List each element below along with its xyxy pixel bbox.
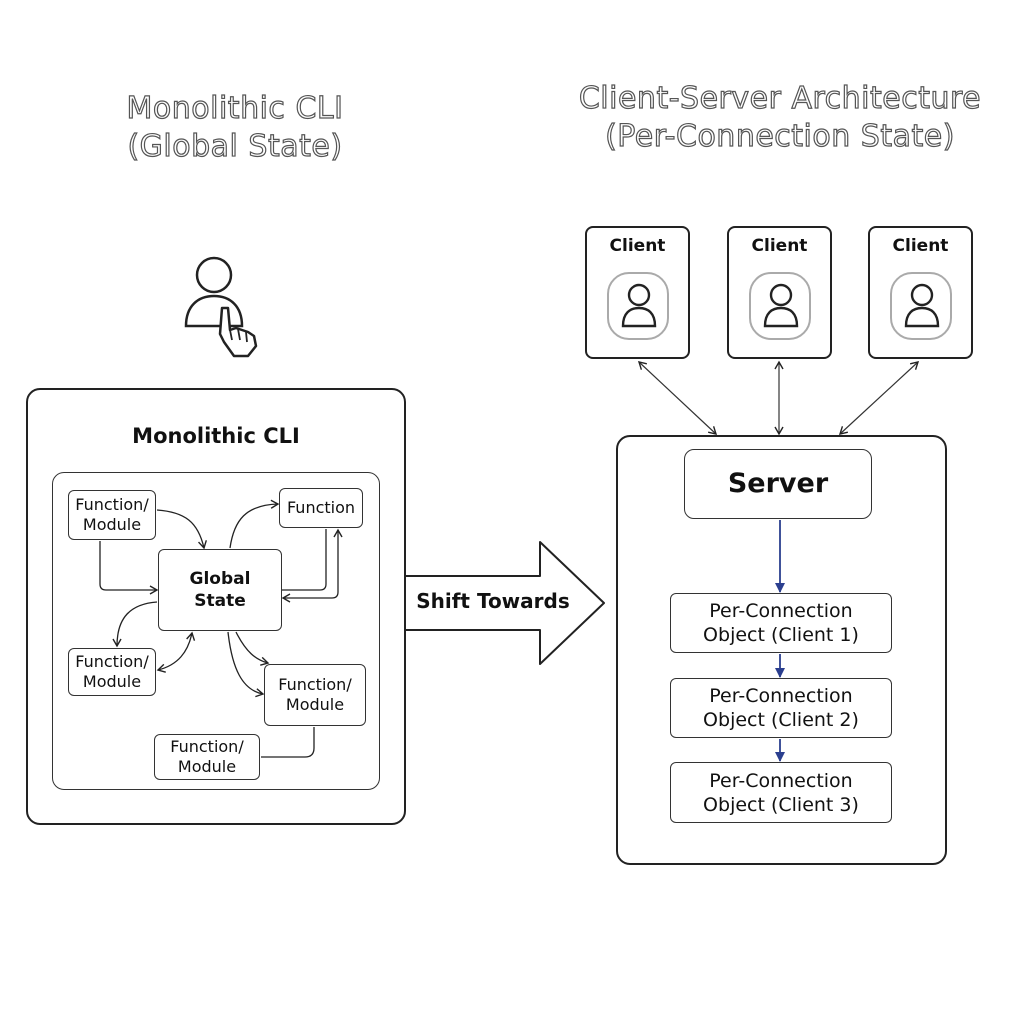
client-card-3: Client (868, 226, 973, 359)
per-connection-object-3: Per-Connection Object (Client 3) (670, 762, 892, 823)
arrow-client-3-to-server (838, 361, 920, 435)
global-state-line1: Global (189, 569, 251, 589)
module-mid-left-line2: Module (82, 672, 142, 691)
server-label: Server (727, 468, 829, 499)
client-2-label: Client (751, 236, 808, 256)
per-connection-object-1: Per-Connection Object (Client 1) (670, 593, 892, 653)
per-connection-1-line1: Per-Connection (709, 600, 853, 622)
server-box: Server (684, 449, 872, 519)
client-1-ring (607, 272, 669, 340)
module-top-left: Function/ Module (68, 490, 156, 540)
client-2-ring (749, 272, 811, 340)
client-card-2: Client (727, 226, 832, 359)
per-connection-3-line1: Per-Connection (709, 769, 853, 792)
cli-panel-title: Monolithic CLI (132, 424, 300, 448)
module-top-left-line1: Function/ (75, 495, 149, 514)
cli-inner-container (52, 472, 380, 790)
right-title-line2: (Per-Connection State) (604, 118, 955, 154)
client-card-1: Client (585, 226, 690, 359)
module-top-left-line2: Module (82, 515, 142, 534)
module-mid-right-line1: Function/ (278, 675, 352, 694)
user-pointing-icon (184, 256, 258, 358)
module-bottom: Function/ Module (154, 734, 260, 780)
per-connection-2-line2: Object (Client 2) (703, 709, 859, 731)
per-connection-1-line2: Object (Client 1) (703, 624, 859, 646)
shift-towards-label: Shift Towards (416, 589, 570, 613)
left-title-line2: (Global State) (127, 128, 343, 164)
module-mid-right-line2: Module (285, 695, 345, 714)
arrow-client-1-to-server (637, 361, 718, 435)
right-title-line1: Client-Server Architecture (578, 80, 982, 116)
per-connection-3-line2: Object (Client 3) (703, 793, 859, 816)
per-connection-2-line1: Per-Connection (709, 685, 853, 707)
per-connection-object-2: Per-Connection Object (Client 2) (670, 678, 892, 738)
module-mid-left-line1: Function/ (75, 652, 149, 671)
client-3-avatar-icon (904, 283, 940, 328)
client-1-label: Client (609, 236, 666, 256)
global-state-line2: State (194, 591, 246, 611)
function-top-right: Function (279, 488, 363, 528)
client-2-avatar-icon (763, 283, 799, 328)
module-bottom-line1: Function/ (170, 737, 244, 756)
module-mid-left: Function/ Module (68, 648, 156, 696)
client-1-avatar-icon (621, 283, 657, 328)
function-top-right-line1: Function (286, 498, 356, 517)
shift-towards-arrow (404, 541, 605, 665)
left-title-line1: Monolithic CLI (126, 90, 344, 126)
right-section-title: Client-Server Architecture (Per-Connecti… (560, 80, 1000, 156)
module-bottom-line2: Module (177, 757, 237, 776)
client-3-label: Client (892, 236, 949, 256)
global-state-box: Global State (158, 549, 282, 631)
module-mid-right: Function/ Module (264, 664, 366, 726)
client-3-ring (890, 272, 952, 340)
left-section-title: Monolithic CLI (Global State) (90, 90, 380, 166)
